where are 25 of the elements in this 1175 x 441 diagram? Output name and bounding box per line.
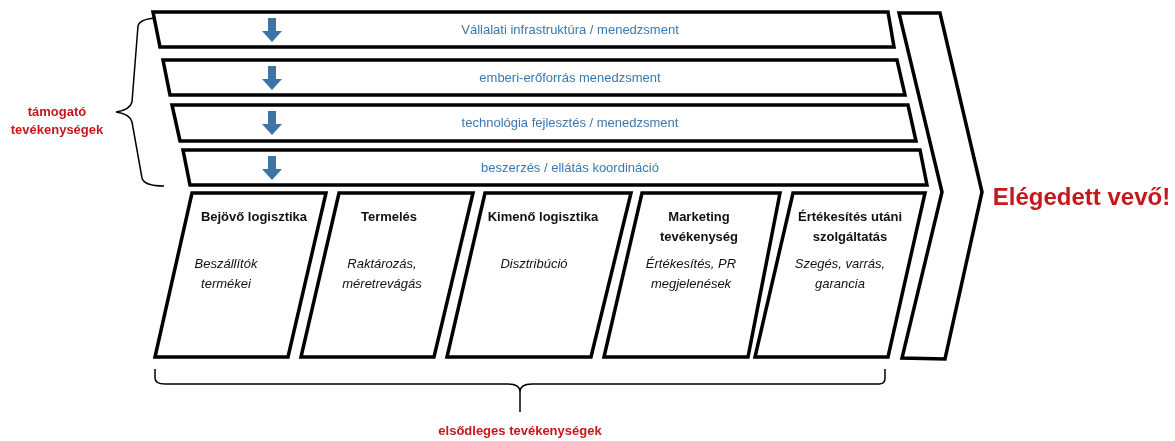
activity-title: Kimenő logisztika <box>486 208 600 226</box>
activity-description: Disztribúció <box>499 255 569 273</box>
band-label: Vállalati infrastruktúra / menedzsment <box>461 20 679 39</box>
support-band <box>172 105 916 141</box>
activity-description: Értékesítés, PR megjelenések <box>644 255 738 293</box>
activity-title: Termelés <box>359 208 419 226</box>
band-label: technológia fejlesztés / menedzsment <box>461 114 679 132</box>
activity-box <box>604 193 780 357</box>
activity-description: Raktározás, méretrevágás <box>341 255 423 293</box>
activity-description: Beszállítók termékei <box>193 255 259 293</box>
activity-box <box>155 193 326 357</box>
support-band <box>183 150 927 185</box>
activity-title: Értékesítés utáni szolgáltatás <box>796 208 903 246</box>
activity-box <box>447 193 631 357</box>
activity-title: Bejövő logisztika <box>199 208 309 226</box>
band-label: emberi-erőforrás menedzsment <box>479 68 661 87</box>
group-label: elsődleges tevékenységek <box>437 422 603 440</box>
support-band <box>163 60 905 95</box>
band-label: beszerzés / ellátás koordináció <box>481 158 659 177</box>
group-label: támogató tevékenységek <box>9 103 105 140</box>
activity-description: Szegés, varrás, garancia <box>793 255 887 293</box>
support-band <box>153 12 894 47</box>
activity-box <box>755 193 925 357</box>
activity-title: Marketing tevékenység <box>658 208 740 246</box>
outcome-label: Elégedett vevő! <box>991 182 1172 212</box>
